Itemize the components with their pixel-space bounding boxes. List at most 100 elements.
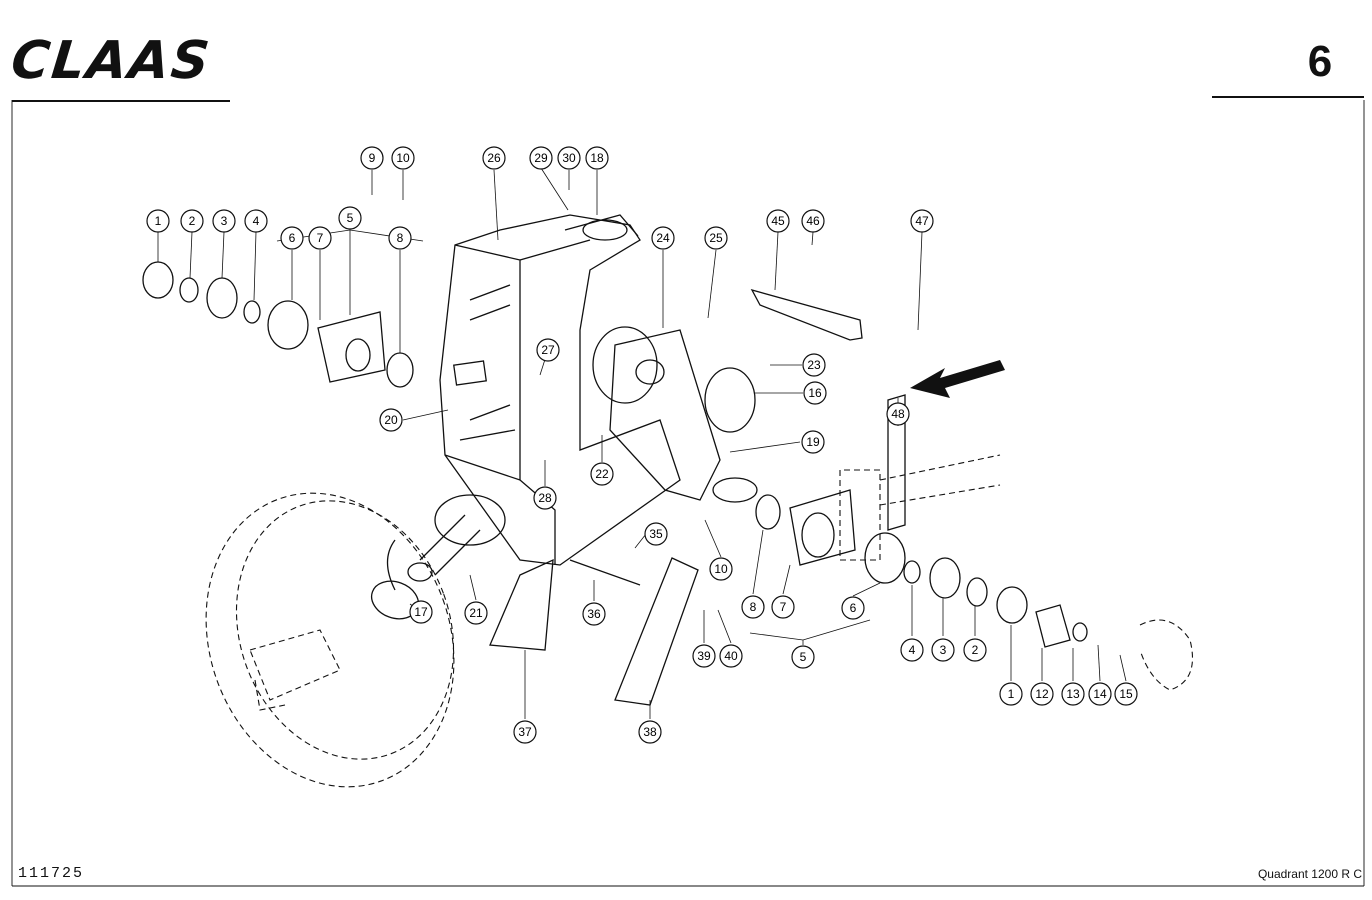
- callout-7: 7: [771, 595, 795, 619]
- callout-label: 18: [590, 151, 604, 165]
- callout-circle: [536, 338, 560, 362]
- callout-circle: [1030, 682, 1054, 706]
- callout-9: 9: [360, 146, 384, 170]
- callout-circle: [638, 720, 662, 744]
- callout-label: 29: [534, 151, 548, 165]
- callout-48: 48: [886, 402, 910, 426]
- callout-label: 8: [750, 600, 757, 614]
- callout-circle: [963, 638, 987, 662]
- callout-circle: [409, 600, 433, 624]
- callout-circle: [212, 209, 236, 233]
- callout-label: 19: [806, 435, 820, 449]
- callout-label: 5: [800, 650, 807, 664]
- callout-2: 2: [180, 209, 204, 233]
- callout-circle: [791, 645, 815, 669]
- frame-outline-right: [839, 454, 1194, 691]
- callout-10: 10: [709, 557, 733, 581]
- callout-circle: [801, 209, 825, 233]
- callout-label: 22: [595, 467, 609, 481]
- model-name: Quadrant 1200 R C: [1258, 867, 1362, 881]
- callout-label: 30: [562, 151, 576, 165]
- callout-circle: [719, 644, 743, 668]
- callout-label: 6: [850, 601, 857, 615]
- callout-circle: [513, 720, 537, 744]
- callout-10: 10: [391, 146, 415, 170]
- callout-circle: [529, 146, 553, 170]
- support-leg-37: [489, 558, 554, 651]
- callout-1: 1: [146, 209, 170, 233]
- callout-8: 8: [388, 226, 412, 250]
- callout-circle: [803, 381, 827, 405]
- callout-label: 36: [587, 607, 601, 621]
- callout-circle: [280, 226, 304, 250]
- callout-label: 7: [780, 600, 787, 614]
- callout-15: 15: [1114, 682, 1138, 706]
- callout-label: 28: [538, 491, 552, 505]
- callout-label: 1: [155, 214, 162, 228]
- callout-20: 20: [379, 408, 403, 432]
- callout-circle: [585, 146, 609, 170]
- callout-12: 12: [1030, 682, 1054, 706]
- callout-label: 12: [1035, 687, 1049, 701]
- callout-label: 3: [221, 214, 228, 228]
- callout-30: 30: [557, 146, 581, 170]
- callout-label: 10: [396, 151, 410, 165]
- callout-36: 36: [582, 602, 606, 626]
- callout-circle: [651, 226, 675, 250]
- callout-46: 46: [801, 209, 825, 233]
- callout-label: 13: [1066, 687, 1080, 701]
- callout-label: 37: [518, 725, 532, 739]
- output-shaft: [386, 494, 506, 591]
- callout-circle: [931, 638, 955, 662]
- page-number: 6: [1308, 37, 1332, 86]
- callout-circle: [1061, 682, 1085, 706]
- callout-label: 27: [541, 343, 555, 357]
- callout-38: 38: [638, 720, 662, 744]
- callout-label: 14: [1093, 687, 1107, 701]
- callout-3: 3: [212, 209, 236, 233]
- callout-label: 48: [891, 407, 905, 421]
- callout-label: 21: [469, 606, 483, 620]
- callout-circle: [692, 644, 716, 668]
- callout-circle: [482, 146, 506, 170]
- callout-23: 23: [802, 353, 826, 377]
- callout-label: 45: [771, 214, 785, 228]
- callout-circle: [557, 146, 581, 170]
- callout-circle: [704, 226, 728, 250]
- callout-circle: [841, 596, 865, 620]
- callout-5: 5: [791, 645, 815, 669]
- callout-4: 4: [900, 638, 924, 662]
- callout-39: 39: [692, 644, 716, 668]
- callout-label: 17: [414, 605, 428, 619]
- callout-label: 16: [808, 386, 822, 400]
- callout-circle: [146, 209, 170, 233]
- drawing-number: 111725: [18, 865, 84, 882]
- callout-16: 16: [803, 381, 827, 405]
- drawing-frame: [11, 96, 1365, 887]
- callout-47: 47: [910, 209, 934, 233]
- callout-37: 37: [513, 720, 537, 744]
- callout-label: 26: [487, 151, 501, 165]
- callout-label: 15: [1119, 687, 1133, 701]
- swing-arm: [592, 326, 758, 503]
- callout-label: 2: [972, 643, 979, 657]
- callout-circle: [590, 462, 614, 486]
- callout-circle: [802, 353, 826, 377]
- callout-label: 38: [643, 725, 657, 739]
- callout-label: 1: [1008, 687, 1015, 701]
- callout-label: 24: [656, 231, 670, 245]
- right-bearing-set: [755, 489, 1088, 648]
- callout-22: 22: [590, 462, 614, 486]
- callout-circle: [886, 402, 910, 426]
- callout-label: 2: [189, 214, 196, 228]
- flywheel-outline: [205, 492, 455, 788]
- leader-lines: [157, 167, 1127, 719]
- callout-7: 7: [308, 226, 332, 250]
- callout-circle: [388, 226, 412, 250]
- callout-circle: [999, 682, 1023, 706]
- callout-label: 40: [724, 649, 738, 663]
- callout-label: 35: [649, 527, 663, 541]
- callout-circle: [338, 206, 362, 230]
